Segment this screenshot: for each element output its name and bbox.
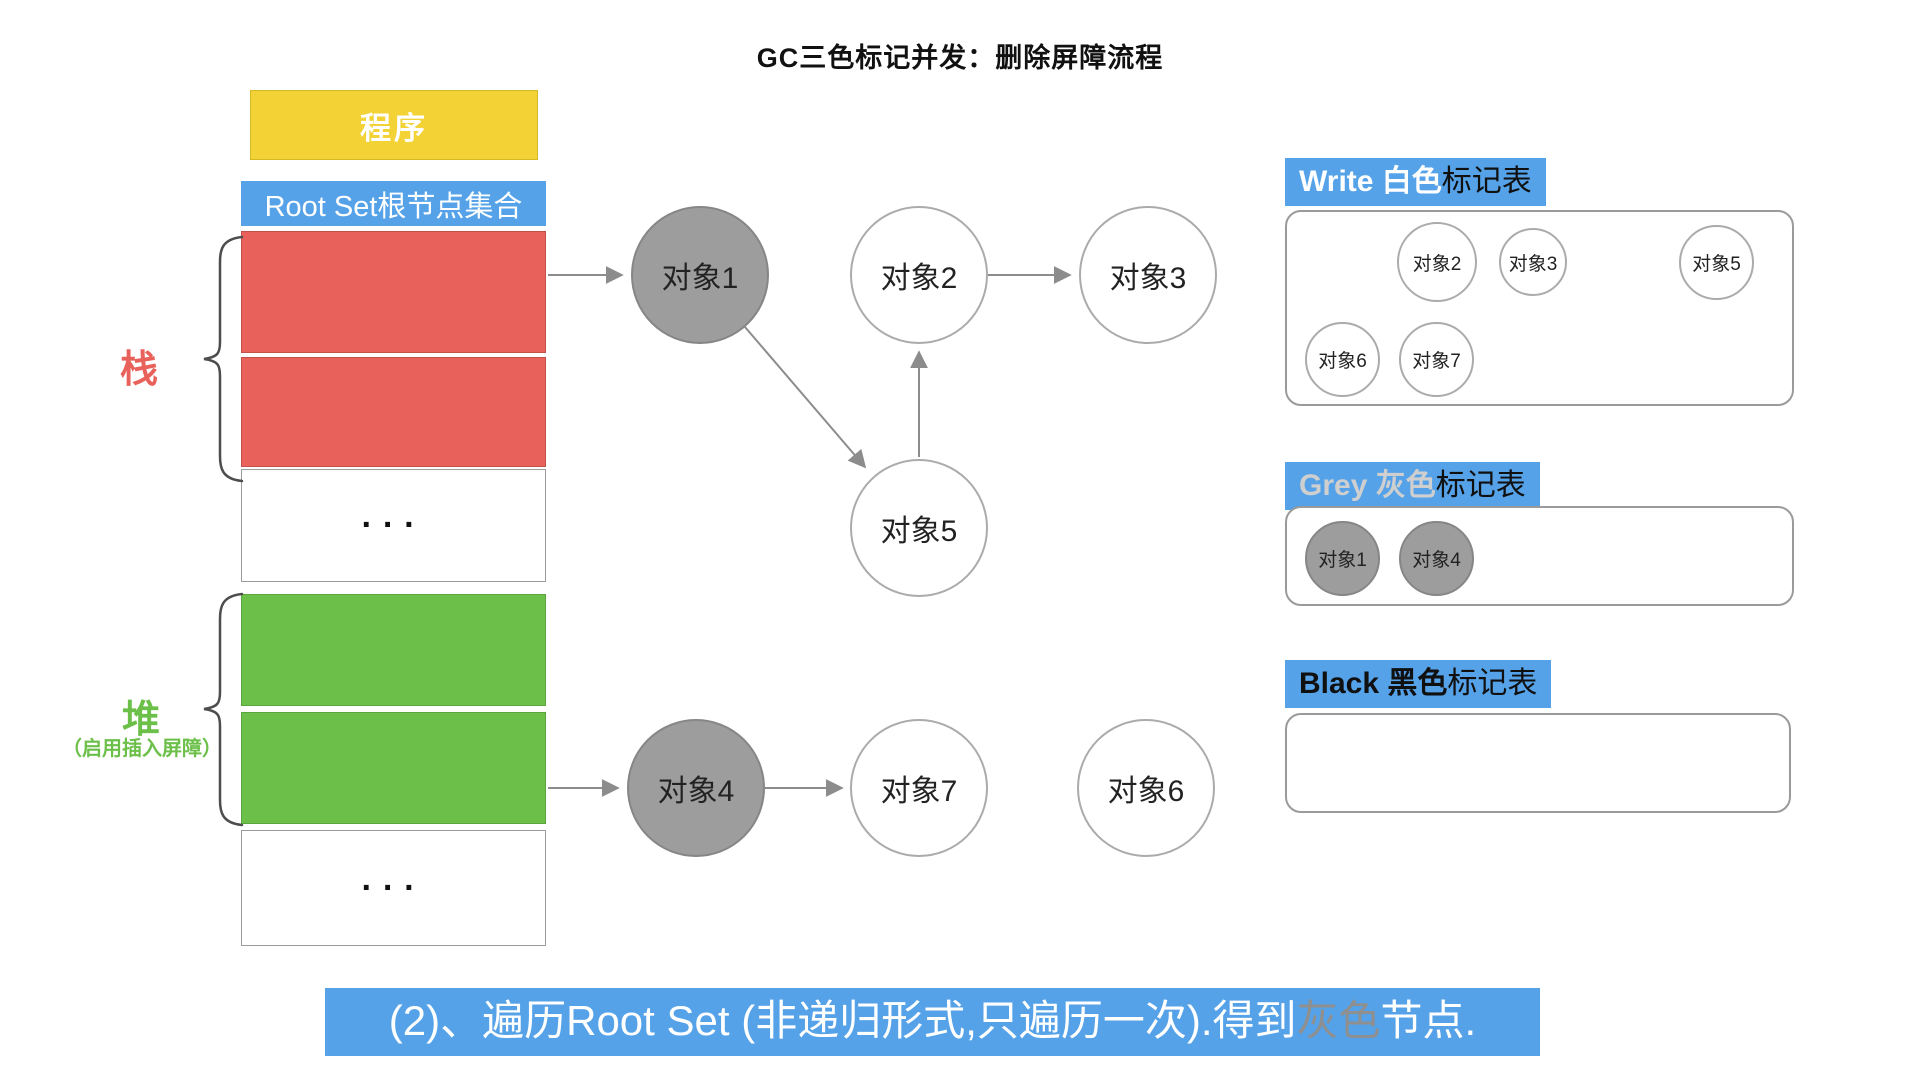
heap-brace xyxy=(203,592,244,827)
rootset-label: Root Set根节点集合 xyxy=(241,181,546,226)
grey-table-title-cn: 标记表 xyxy=(1435,469,1526,502)
stack-segment-2 xyxy=(241,357,546,467)
black-table-title-en: Black 黑色 xyxy=(1299,667,1448,700)
program-block: 程序 xyxy=(250,90,538,160)
stack-brace xyxy=(203,235,244,483)
white-table-item: 对象5 xyxy=(1679,225,1754,300)
grey-table-item: 对象1 xyxy=(1305,521,1380,596)
white-table-item: 对象2 xyxy=(1397,222,1477,302)
heap-segment-1 xyxy=(241,594,546,706)
graph-node-obj7: 对象7 xyxy=(850,719,988,857)
heap-barrier-note: （启用插入屏障） xyxy=(62,738,222,760)
white-table-item: 对象6 xyxy=(1305,322,1380,397)
ellipsis-text: ··· xyxy=(361,868,426,907)
grey-table-header: Grey 灰色标记表 xyxy=(1285,462,1540,510)
grey-table-title-en: Grey 灰色 xyxy=(1299,469,1436,502)
white-table-title-cn: 标记表 xyxy=(1441,165,1532,198)
arrow-obj1-to-obj5 xyxy=(744,326,867,469)
stack-segment-1 xyxy=(241,231,546,353)
diagram-title: GC三色标记并发：删除屏障流程 xyxy=(756,43,1164,73)
step-caption-prefix: (2)、遍历Root Set (非递归形式,只遍历一次).得到 xyxy=(388,997,1297,1044)
white-table-item: 对象7 xyxy=(1399,322,1474,397)
grey-table-item: 对象4 xyxy=(1399,521,1474,596)
heap-region-label: 堆 xyxy=(122,699,161,741)
black-table-header: Black 黑色标记表 xyxy=(1285,660,1552,708)
step-caption-suffix: 节点. xyxy=(1380,997,1477,1044)
black-table-panel xyxy=(1285,713,1791,813)
graph-node-obj4: 对象4 xyxy=(627,719,765,857)
stack-ellipsis-block: ··· xyxy=(241,469,546,582)
grey-table-panel: 对象1 对象4 xyxy=(1285,506,1794,606)
graph-node-obj2: 对象2 xyxy=(850,206,988,344)
white-table-panel: 对象2 对象3 对象5 对象6 对象7 xyxy=(1285,210,1794,406)
step-caption: (2)、遍历Root Set (非递归形式,只遍历一次).得到灰色节点. xyxy=(325,988,1540,1056)
step-caption-highlight: 灰色 xyxy=(1296,997,1381,1044)
white-table-header: Write 白色标记表 xyxy=(1285,158,1546,206)
black-table-title-cn: 标记表 xyxy=(1447,667,1538,700)
graph-node-obj6: 对象6 xyxy=(1077,719,1215,857)
graph-node-obj1: 对象1 xyxy=(631,206,769,344)
graph-node-obj3: 对象3 xyxy=(1079,206,1217,344)
graph-node-obj5: 对象5 xyxy=(850,459,988,597)
heap-ellipsis-block: ··· xyxy=(241,830,546,946)
white-table-title-en: Write 白色 xyxy=(1299,165,1442,198)
stack-region-label: 栈 xyxy=(120,349,159,391)
white-table-item: 对象3 xyxy=(1499,228,1567,296)
ellipsis-text: ··· xyxy=(361,506,426,544)
heap-segment-2 xyxy=(241,712,546,824)
